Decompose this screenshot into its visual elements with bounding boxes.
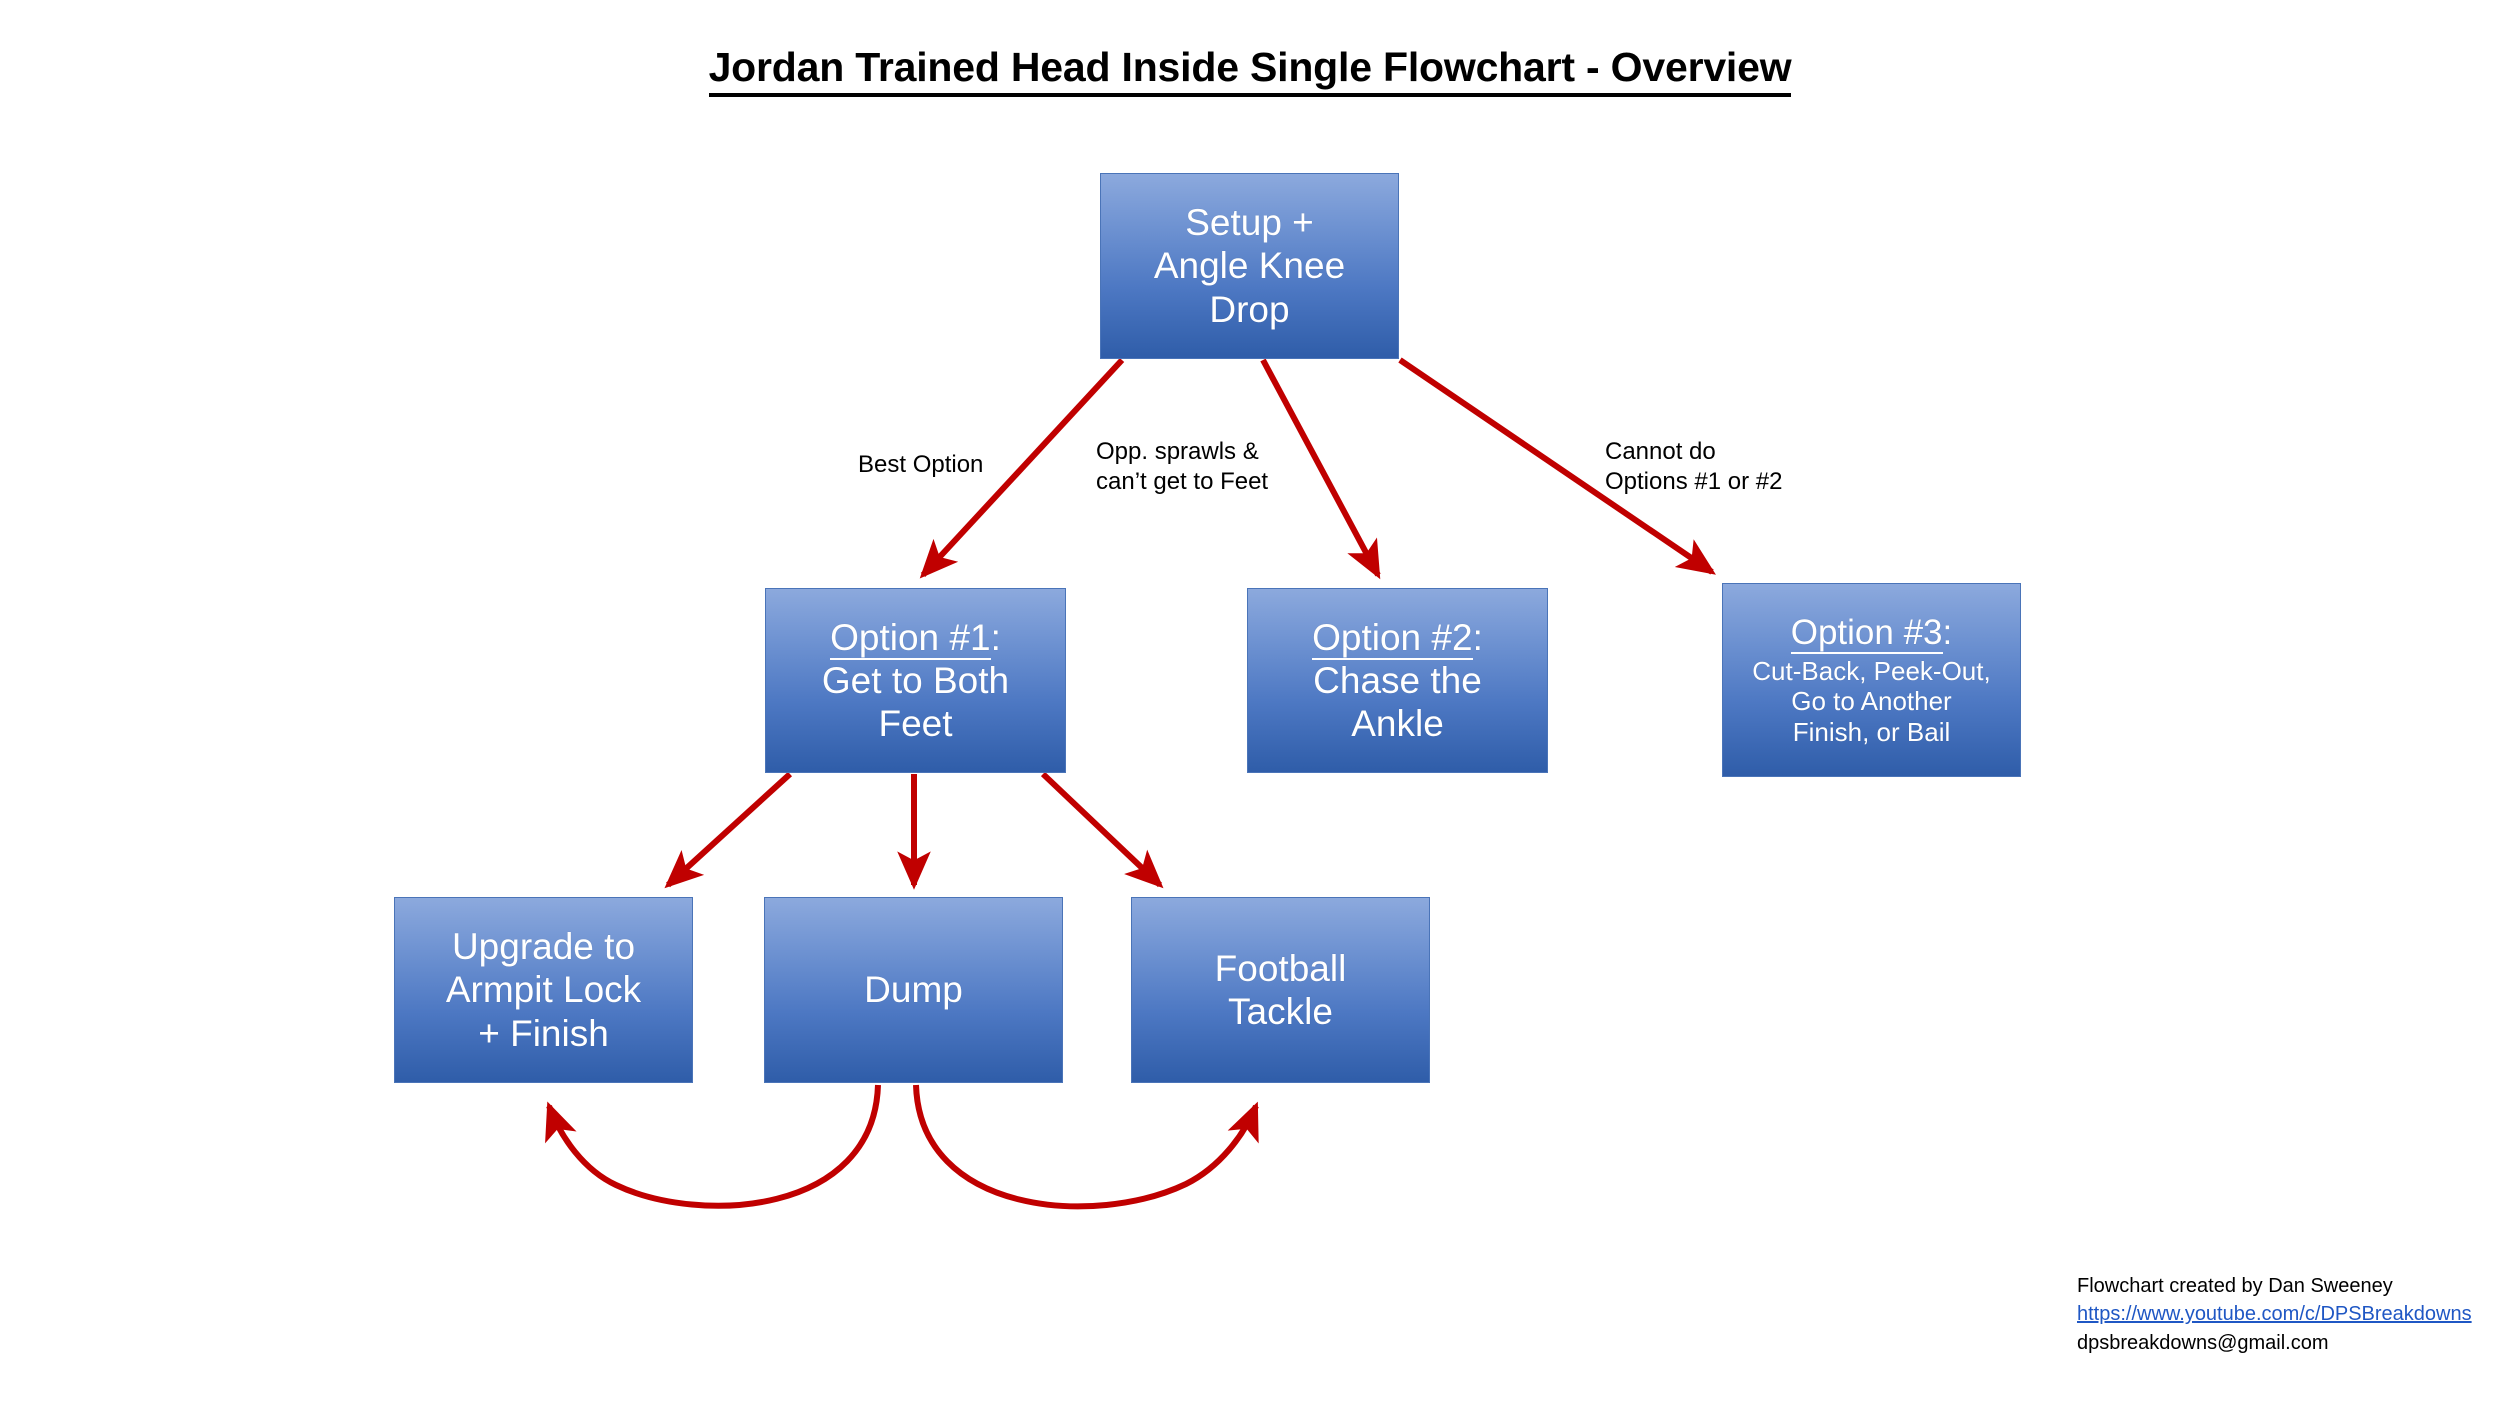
youtube-link[interactable]: https://www.youtube.com/c/DPSBreakdowns — [2077, 1303, 2472, 1326]
node-option-2-line-1: Chase the — [1313, 659, 1482, 701]
node-option-3-line-2: Go to Another — [1791, 686, 1952, 717]
credit-block: Flowchart created by Dan Sweeney https:/… — [2077, 1272, 2472, 1357]
node-option-1-title: Option #1: — [830, 616, 1001, 660]
node-option-2-line-2: Ankle — [1351, 703, 1444, 745]
node-upgrade-line-2: Armpit Lock — [445, 969, 642, 1011]
credit-author: Flowchart created by Dan Sweeney — [2077, 1275, 2393, 1297]
node-football-line-1: Football — [1214, 947, 1347, 989]
node-upgrade-line-1: Upgrade to — [451, 926, 636, 968]
arrow-option1-to-football — [1040, 771, 1164, 889]
node-option-3-colon: : — [1942, 612, 1953, 652]
node-option-2-title: Option #2: — [1312, 616, 1483, 660]
arrow-option1-to-upgrade — [664, 771, 793, 889]
node-setup-line-2: Angle Knee — [1153, 245, 1346, 287]
node-option-2-title-underlined: Option #2 — [1312, 616, 1473, 660]
node-option-1-line-2: Feet — [878, 703, 953, 745]
node-football-tackle[interactable]: Football Tackle — [1131, 897, 1430, 1083]
node-option-1[interactable]: Option #1: Get to Both Feet — [765, 588, 1066, 773]
arrow-setup-to-option2 — [1260, 358, 1381, 580]
credit-email: dpsbreakdowns@gmail.com — [2077, 1331, 2329, 1354]
edge-label-best-option: Best Option — [858, 451, 984, 478]
edge-label-opp-sprawls: Opp. sprawls & can’t get to Feet — [1096, 438, 1269, 496]
arrow-dump-to-football-curved — [913, 1084, 1259, 1210]
node-upgrade-armpit-lock[interactable]: Upgrade to Armpit Lock + Finish — [394, 897, 693, 1083]
node-option-1-line-1: Get to Both — [821, 659, 1010, 701]
node-option-2[interactable]: Option #2: Chase the Ankle — [1247, 588, 1548, 773]
node-option-3[interactable]: Option #3: Cut-Back, Peek-Out, Go to Ano… — [1722, 583, 2021, 777]
node-option-3-title-underlined: Option #3 — [1790, 612, 1943, 654]
arrow-dump-to-upgrade-curved — [545, 1084, 881, 1209]
node-option-1-colon: : — [990, 616, 1001, 658]
node-setup-line-1: Setup + — [1185, 202, 1314, 244]
page-title-text: Jordan Trained Head Inside Single Flowch… — [708, 44, 1792, 97]
node-dump-line-1: Dump — [864, 969, 963, 1011]
node-upgrade-line-3: + Finish — [478, 1012, 609, 1054]
node-option-3-line-3: Finish, or Bail — [1792, 716, 1951, 747]
node-dump[interactable]: Dump — [764, 897, 1063, 1083]
credit-link-row: https://www.youtube.com/c/DPSBreakdowns — [2077, 1300, 2472, 1328]
node-option-3-line-1: Cut-Back, Peek-Out, — [1752, 655, 1991, 686]
node-option-1-title-underlined: Option #1 — [830, 616, 991, 660]
node-setup-line-3: Drop — [1209, 288, 1290, 330]
edge-label-cannot-do: Cannot do Options #1 or #2 — [1605, 438, 1783, 496]
page-title: Jordan Trained Head Inside Single Flowch… — [0, 44, 2500, 97]
node-setup-angle-knee-drop[interactable]: Setup + Angle Knee Drop — [1100, 173, 1399, 359]
node-option-3-title: Option #3: — [1790, 612, 1953, 654]
node-football-line-2: Tackle — [1228, 991, 1333, 1032]
node-option-2-colon: : — [1472, 616, 1483, 658]
